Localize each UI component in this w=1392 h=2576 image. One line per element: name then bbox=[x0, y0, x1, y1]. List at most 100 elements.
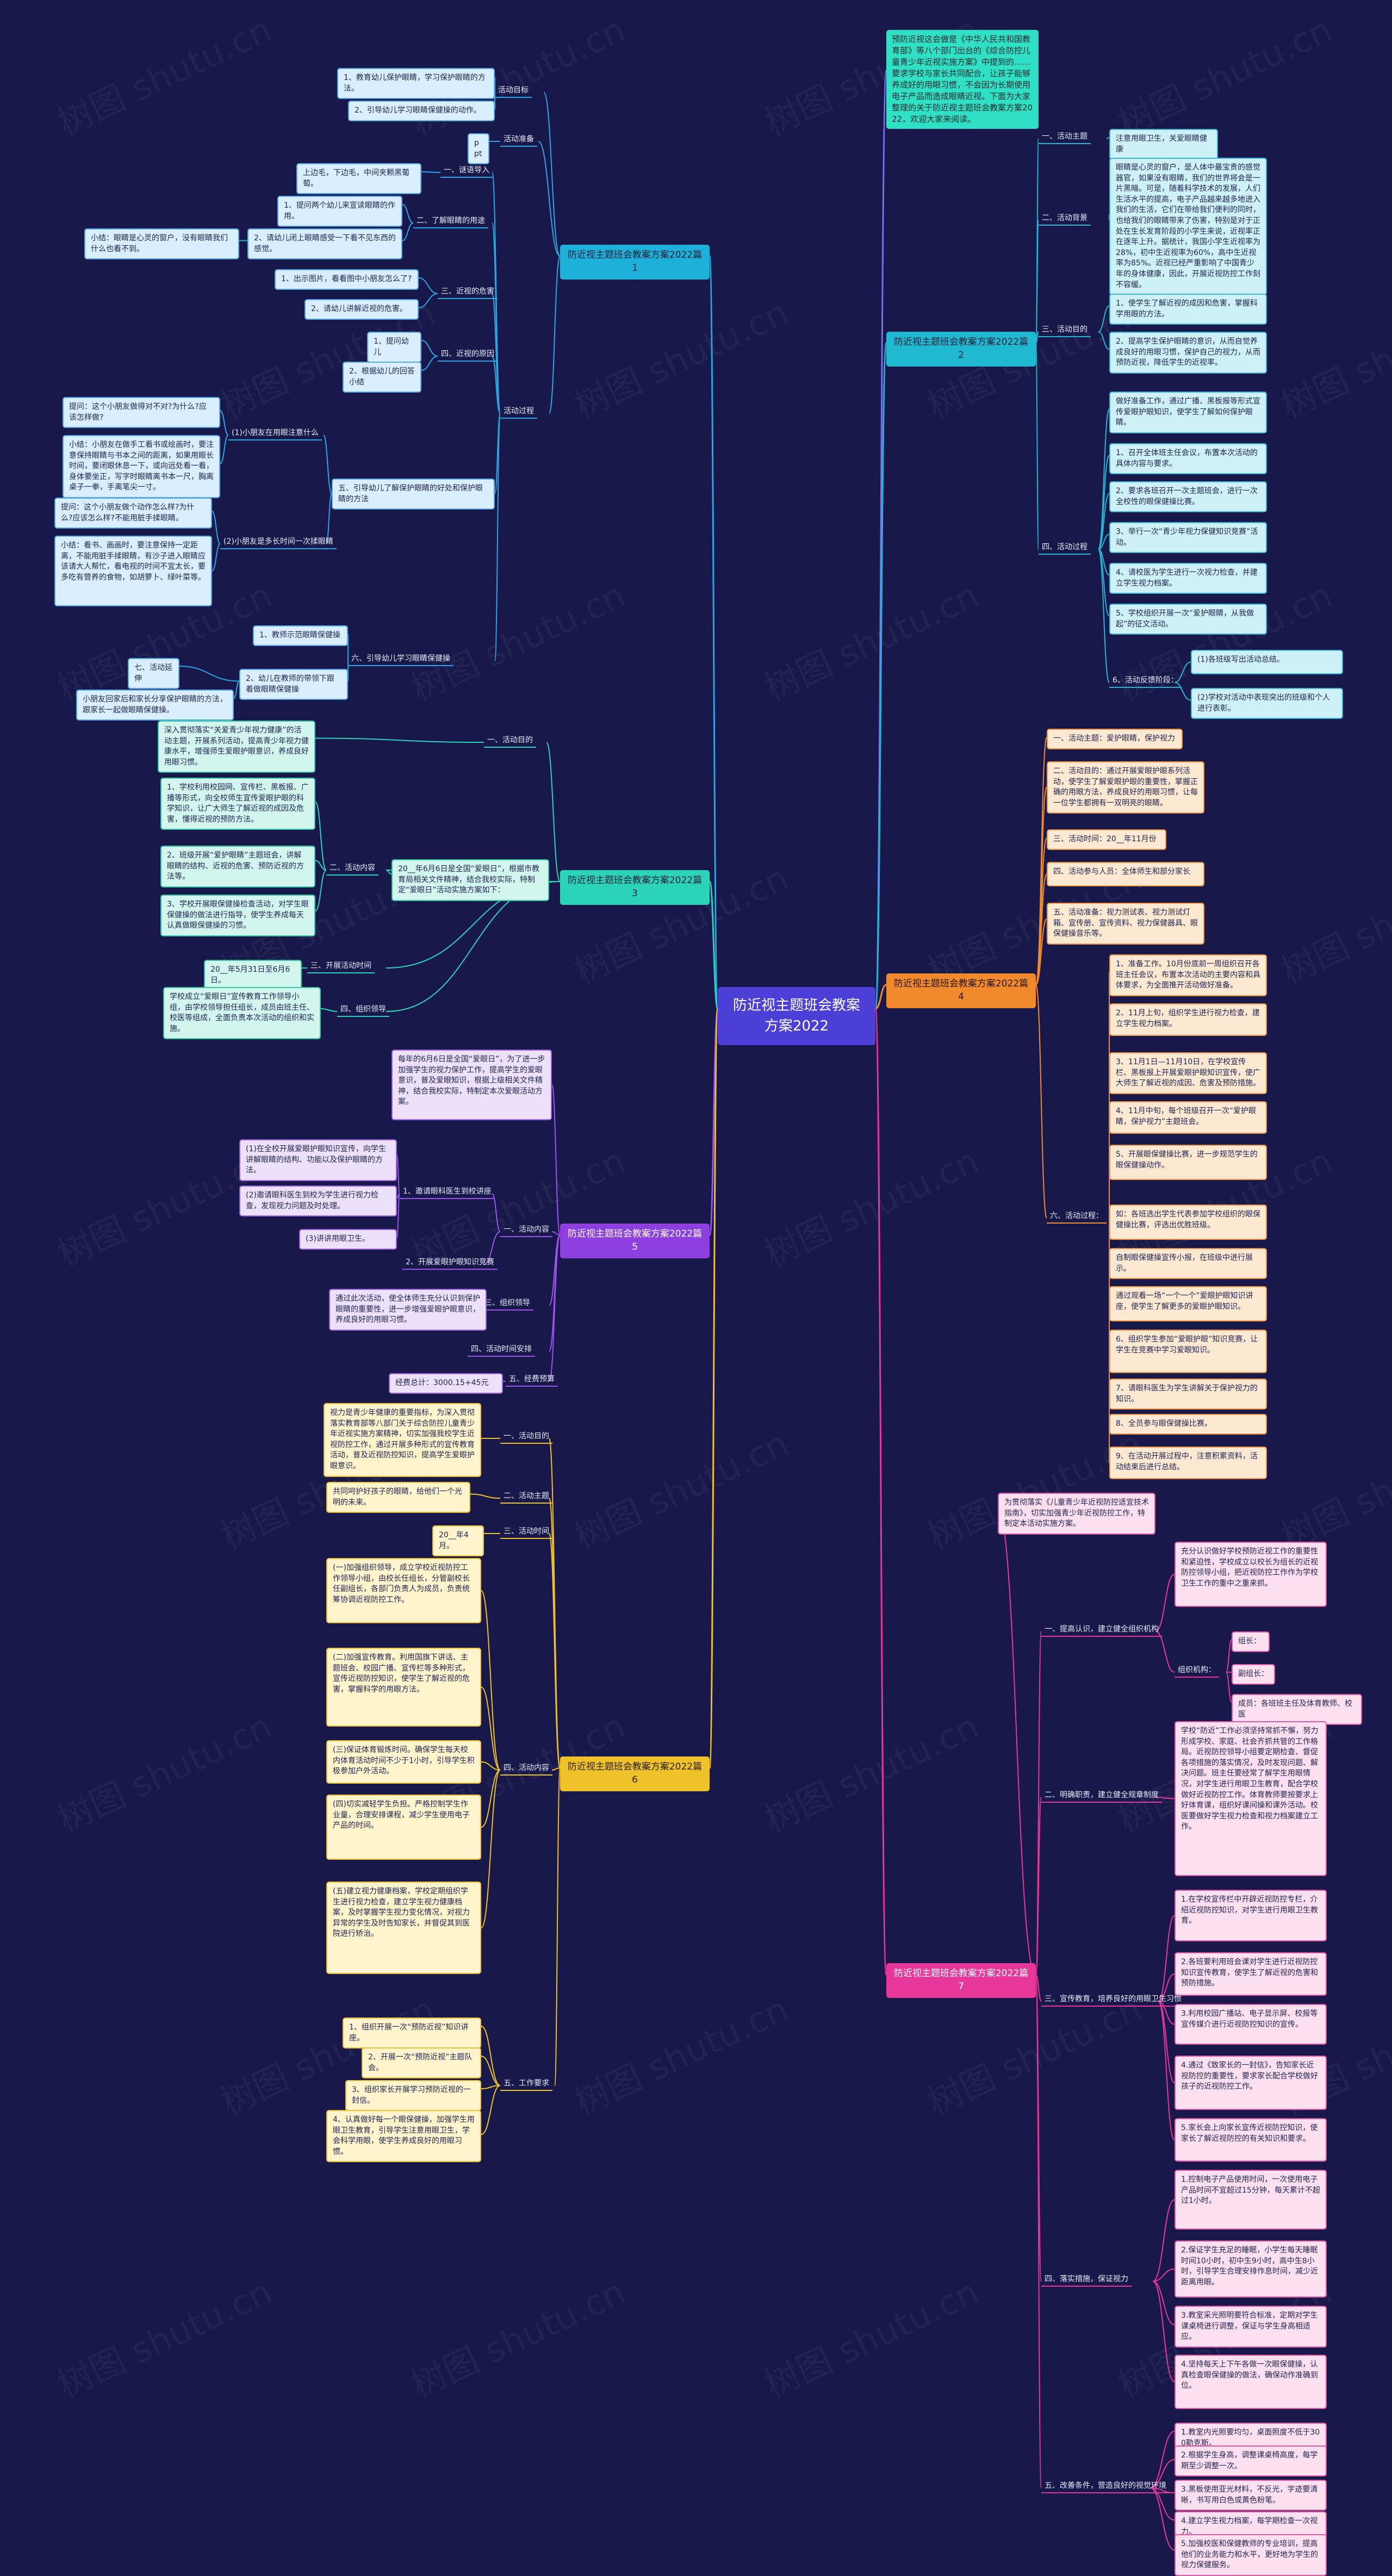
node-b2c[interactable]: 三、活动目的 bbox=[1039, 324, 1091, 337]
node-b4d[interactable]: 四、活动参与人员：全体师生和部分家长 bbox=[1047, 862, 1204, 886]
node-b4f1[interactable]: 1、准备工作。10月份底前一周组织召开各班主任会议，布置本次活动的主要内容和具体… bbox=[1109, 954, 1267, 996]
node-b7b2b[interactable]: 副组长： bbox=[1232, 1664, 1275, 1685]
node-b2d5[interactable]: 4、请校医为学生进行一次视力检查，并建立学生视力档案。 bbox=[1109, 563, 1267, 594]
node-b6e1[interactable]: 1、组织开展一次“预防近视”知识讲座。 bbox=[343, 2018, 481, 2049]
node-b5d[interactable]: 四、活动时间安排 bbox=[468, 1343, 535, 1357]
node-b2d2[interactable]: 1、召开全体班主任会议，布置本次活动的具体内容与要求。 bbox=[1109, 443, 1267, 475]
branch-b3[interactable]: 防近视主题班会教案方案2022篇3 bbox=[560, 870, 710, 905]
node-b5b2[interactable]: 2、开展爱眼护眼知识竞赛 bbox=[402, 1256, 498, 1270]
node-b4f10[interactable]: 7、请眼科医生为学生讲解关于保护视力的知识。 bbox=[1109, 1379, 1267, 1410]
node-b7b[interactable]: 一、提高认识，建立健全组织机构 bbox=[1041, 1623, 1162, 1637]
node-b6b1[interactable]: 共同呵护好孩子的眼睛，给他们一个光明的未来。 bbox=[326, 1482, 470, 1513]
node-b7d1[interactable]: 1.在学校宣传栏中开辟近视防控专栏，介绍近视防控知识，对学生进行用眼卫生教育。 bbox=[1174, 1890, 1327, 1941]
node-b2d[interactable]: 四、活动过程 bbox=[1039, 541, 1091, 555]
node-b1c1a[interactable]: 上边毛，下边毛，中间夹颗黑葡萄。 bbox=[296, 163, 421, 195]
node-b1c4[interactable]: 四、近视的原因 bbox=[438, 348, 498, 362]
node-b7e1[interactable]: 1.控制电子产品使用时间，一次使用电子产品时间不宜超过15分钟，每天累计不超过1… bbox=[1174, 2170, 1327, 2230]
node-b5b1a[interactable]: (1)在全校开展爱眼护眼知识宣传，向学生讲解眼睛的结构、功能以及保护眼睛的方法。 bbox=[239, 1139, 397, 1181]
node-b4f2[interactable]: 2、11月上旬，组织学生进行视力检查，建立学生视力档案。 bbox=[1109, 1003, 1267, 1036]
node-b7e3[interactable]: 3.教室采光照明要符合标准，定期对学生课桌椅进行调整，保证与学生身高相适应。 bbox=[1174, 2306, 1327, 2348]
node-b7f[interactable]: 五、改善条件，营造良好的视觉环境 bbox=[1041, 2480, 1170, 2493]
node-b5b1b[interactable]: (2)邀请眼科医生到校为学生进行视力检查，发现视力问题及时处理。 bbox=[239, 1185, 397, 1217]
node-b5a[interactable]: 每年的6月6日是全国“爱眼日”，为了进一步加强学生的视力保护工作，提高学生的爱眼… bbox=[391, 1050, 552, 1120]
node-b6d1[interactable]: (一)加强组织领导，成立学校近视防控工作领导小组，由校长任组长，分管副校长任副组… bbox=[326, 1558, 481, 1623]
node-b7c1[interactable]: 学校“防近”工作必须坚持常抓不懈，努力形成学校、家庭、社会齐抓共管的工作格局。近… bbox=[1174, 1721, 1327, 1876]
node-b7e2[interactable]: 2.保证学生充足的睡眠，小学生每天睡眠时间10小时，初中生9小时，高中生8小时，… bbox=[1174, 2240, 1327, 2298]
branch-b4[interactable]: 防近视主题班会教案方案2022篇4 bbox=[886, 973, 1036, 1008]
node-b1c5a2[interactable]: 小结：小朋友在做手工看书或绘画时，要注意保持眼睛与书本之间的距离，如果用眼长时间… bbox=[63, 435, 220, 498]
node-b7f5[interactable]: 5.加强校医和保健教师的专业培训，提高他们的业务能力和水平，更好地为学生的视力保… bbox=[1174, 2534, 1327, 2576]
node-b4f8[interactable]: 通过观看一场“一个一个”爱眼护眼知识讲座，使学生了解更多的爱眼护眼知识。 bbox=[1109, 1286, 1267, 1321]
node-b6e3[interactable]: 3、组织家长开展学习预防近视的一封信。 bbox=[345, 2080, 481, 2112]
node-b7e4[interactable]: 4.坚持每天上下午各做一次眼保健操，认真检查眼保健操的做法，确保动作准确到位。 bbox=[1174, 2355, 1327, 2409]
node-b3b1[interactable]: 1、学校利用校园网、宣传栏、黑板报、广播等形式，向全校师生宣传爱眼护眼的科学知识… bbox=[160, 778, 315, 830]
node-b6c1[interactable]: 20__年4月。 bbox=[432, 1525, 484, 1557]
node-b2c2[interactable]: 2、提高学生保护眼睛的意识，从而自觉养成良好的用眼习惯，保护自己的视力，从而预防… bbox=[1109, 332, 1267, 374]
node-b1c5[interactable]: 五、引导幼儿了解保护眼睛的好处和保护眼睛的方法 bbox=[332, 479, 495, 510]
node-b1c4b[interactable]: 2、根据幼儿的回答小结 bbox=[343, 362, 421, 393]
node-b6d4[interactable]: (四)切实减轻学生负担。严格控制学生作业量，合理安排课程，减少学生使用电子产品的… bbox=[326, 1795, 481, 1860]
node-b7b1[interactable]: 充分认识做好学校预防近视工作的重要性和紧迫性，学校成立以校长为组长的近视防控领导… bbox=[1174, 1542, 1327, 1607]
node-b6e4[interactable]: 4、认真做好每一个眼保健操，加强学生用眼卫生教育，引导学生注意用眼卫生，学会科学… bbox=[326, 2110, 481, 2163]
node-b4f3[interactable]: 3、11月1日—11月10日，在学校宣传栏、黑板报上开展爱眼护眼知识宣传，使广大… bbox=[1109, 1052, 1267, 1094]
node-b3a[interactable]: 一、活动目的 bbox=[484, 734, 536, 748]
node-b1c6b1[interactable]: 七、活动延伸 bbox=[128, 658, 179, 690]
node-b6b[interactable]: 二、活动主题 bbox=[500, 1490, 552, 1504]
node-b2d6[interactable]: 5、学校组织开展一次“爱护眼睛，从我做起”的征文活动。 bbox=[1109, 604, 1267, 635]
node-b7c[interactable]: 二、明确职责，建立健全规章制度 bbox=[1041, 1789, 1162, 1803]
node-b4f4[interactable]: 4、11月中旬，每个班级召开一次“爱护眼睛，保护视力”主题班会。 bbox=[1109, 1101, 1267, 1134]
node-b1b1[interactable]: ppt bbox=[468, 133, 489, 165]
node-b1a2[interactable]: 2、引导幼儿学习眼睛保健操的动作。 bbox=[348, 101, 495, 121]
node-b6c[interactable]: 三、活动时间 bbox=[500, 1525, 552, 1539]
node-b1c5b1[interactable]: 提问：这个小朋友做个动作怎么样?为什么?应该怎么样?不能用脏手揉眼睛。 bbox=[54, 498, 212, 529]
node-b1c5a[interactable]: (1)小朋友在用眼注意什么 bbox=[228, 427, 322, 440]
node-b1c5b[interactable]: (2)小朋友是多长时间一次揉眼睛 bbox=[220, 536, 337, 549]
node-b7d[interactable]: 三、宣传教育，培养良好的用眼卫生习惯 bbox=[1041, 1993, 1185, 2007]
node-b1c6b[interactable]: 2、幼儿在教师的带领下跟着做眼睛保健操 bbox=[239, 669, 348, 700]
node-b5e1[interactable]: 经费总计：3000.15+45元 bbox=[389, 1373, 503, 1394]
node-b1c4a[interactable]: 1、提问幼儿 bbox=[367, 332, 421, 363]
node-b7a[interactable]: 为贯彻落实《儿童青少年近视防控适宜技术指南》，切实加强青少年近视防控工作，特制定… bbox=[998, 1493, 1155, 1535]
node-b4c[interactable]: 三、活动时间：20__年11月份 bbox=[1047, 829, 1166, 850]
node-b2b[interactable]: 二、活动背景 bbox=[1039, 212, 1091, 226]
node-b1c2a[interactable]: 1、提问两个幼儿来宣读眼睛的作用。 bbox=[277, 196, 402, 227]
node-b7b2a[interactable]: 组长： bbox=[1232, 1631, 1270, 1652]
branch-b2[interactable]: 防近视主题班会教案方案2022篇2 bbox=[886, 332, 1036, 367]
node-b7b2[interactable]: 组织机构： bbox=[1174, 1664, 1219, 1678]
node-b6a[interactable]: 一、活动目的 bbox=[500, 1430, 552, 1444]
node-b3d1[interactable]: 学校成立“爱眼日”宣传教育工作领导小组，由学校领导担任组长，成员由班主任、校医等… bbox=[163, 987, 321, 1040]
node-b1a1[interactable]: 1、教育幼儿保护眼睛，学习保护眼睛的方法。 bbox=[337, 68, 495, 100]
node-b2d1[interactable]: 做好准备工作，通过广播、黑板报等形式宣传爱眼护眼知识，使学生了解如何保护眼睛。 bbox=[1109, 392, 1267, 433]
node-b1c1[interactable]: 一、谜语导入 bbox=[440, 164, 493, 178]
branch-b7[interactable]: 防近视主题班会教案方案2022篇7 bbox=[886, 1963, 1036, 1998]
node-b1c2c[interactable]: 小结：眼睛是心灵的窗户，没有眼睛我们什么也看不到。 bbox=[84, 228, 239, 260]
root-topic[interactable]: 防近视主题班会教案方案2022 bbox=[718, 987, 875, 1046]
node-b4a[interactable]: 一、活动主题：爱护眼睛，保护视力 bbox=[1047, 729, 1183, 749]
node-b6d5[interactable]: (五)建立视力健康档案，学校定期组织学生进行视力检查，建立学生视力健康档案，及时… bbox=[326, 1882, 481, 1974]
node-b4e[interactable]: 五、活动准备：视力测试表、视力测试灯箱、宣传册、宣传资料、视力保健器具、眼保健操… bbox=[1047, 903, 1204, 945]
node-b7d5[interactable]: 5.家长会上向家长宣传近视防控知识，使家长了解近视防控的有关知识和要求。 bbox=[1174, 2118, 1327, 2162]
node-b7d2[interactable]: 2.各班要利用班会课对学生进行近视防控知识宣传教育，使学生了解近视的危害和预防措… bbox=[1174, 1952, 1327, 1996]
branch-b5[interactable]: 防近视主题班会教案方案2022篇5 bbox=[560, 1224, 710, 1258]
node-b3a1[interactable]: 深入贯彻落实“关爱青少年视力健康”的活动主题，开展系列活动，提高青少年视力健康水… bbox=[158, 721, 315, 773]
node-b4b[interactable]: 二、活动目的：通过开展爱眼护眼系列活动，使学生了解爱眼护眼的重要性，掌握正确的用… bbox=[1047, 761, 1204, 814]
node-b2c1[interactable]: 1、使学生了解近视的成因和危害，掌握科学用眼的方法。 bbox=[1109, 294, 1267, 325]
node-b4f[interactable]: 六、活动过程： bbox=[1047, 1210, 1107, 1224]
node-b6a1[interactable]: 视力是青少年健康的重要指标，为深入贯彻落实教育部等八部门关于综合防控儿童青少年近… bbox=[324, 1403, 481, 1477]
node-b3b2[interactable]: 2、班级开展“爱护眼睛”主题班会，讲解眼睛的结构、近视的危害、预防近视的方法等。 bbox=[160, 846, 315, 887]
node-b2d7[interactable]: 6、活动反馈阶段： bbox=[1109, 674, 1182, 688]
node-b5c[interactable]: 三、组织领导 bbox=[481, 1297, 533, 1311]
node-b1c6a[interactable]: 1、教师示范眼睛保健操 bbox=[253, 625, 348, 646]
node-b1c6[interactable]: 六、引导幼儿学习眼睛保健操 bbox=[348, 653, 453, 666]
node-b2a1[interactable]: 注意用眼卫生，关爱眼睛健康 bbox=[1109, 129, 1218, 160]
node-b6d2[interactable]: (二)加强宣传教育。利用国旗下讲话、主题班会、校园广播、宣传栏等多种形式，宣传近… bbox=[326, 1648, 481, 1727]
node-b1c5b2[interactable]: 小结：看书、画画时，要注意保持一定距离，不能用脏手揉眼睛，有沙子进入眼睛应该请大… bbox=[54, 536, 212, 606]
node-b7d4[interactable]: 4.通过《致家长的一封信》，告知家长近视防控的重要性，要求家长配合学校做好孩子的… bbox=[1174, 2056, 1327, 2110]
node-b2a[interactable]: 一、活动主题 bbox=[1039, 131, 1091, 144]
node-b4f9[interactable]: 6、组织学生参加“爱眼护眼”知识竞赛，让学生在竞赛中学习爱眼知识。 bbox=[1109, 1330, 1267, 1373]
node-b2b1[interactable]: 眼睛是心灵的窗户，是人体中最宝贵的感觉器官，如果没有眼睛，我们的世界将会是一片黑… bbox=[1109, 158, 1267, 296]
node-b2d7b[interactable]: (2)学校对活动中表现突出的班级和个人进行表彰。 bbox=[1191, 688, 1343, 719]
branch-b1[interactable]: 防近视主题班会教案方案2022篇1 bbox=[560, 245, 710, 280]
node-b7f3[interactable]: 3.黑板使用亚光材料，不反光，字迹要清晰，书写用白色或黄色粉笔。 bbox=[1174, 2480, 1327, 2511]
node-b1c5a1[interactable]: 提问：这个小朋友做得对不对?为什么?应该怎样做? bbox=[63, 397, 220, 429]
